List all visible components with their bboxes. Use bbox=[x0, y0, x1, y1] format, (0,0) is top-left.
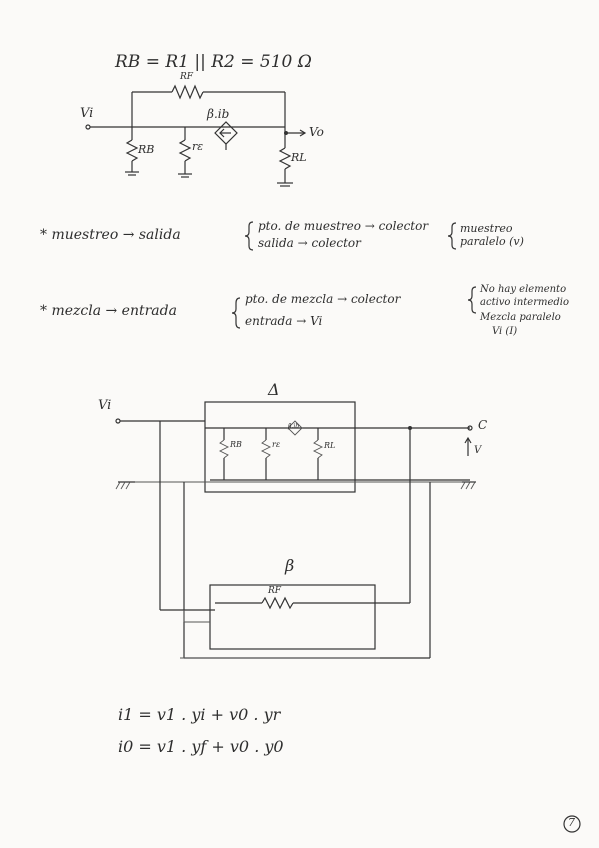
rl-label-1: RL bbox=[291, 151, 307, 164]
mezcla-note-1: No hay elemento bbox=[480, 284, 567, 295]
rl-resistor-2 bbox=[312, 439, 324, 459]
brace-muestreo-1 bbox=[244, 221, 254, 251]
circuit-2 bbox=[115, 401, 476, 659]
rl-label-2: RL bbox=[324, 441, 336, 450]
page-number: 7 bbox=[568, 816, 575, 829]
equation-2: i0 = v1 . yf + v0 . y0 bbox=[118, 737, 284, 756]
rb-equation: RB = R1 || R2 = 510 Ω bbox=[115, 52, 312, 72]
re-label-1: rε bbox=[192, 140, 204, 153]
rb-resistor-1 bbox=[125, 139, 139, 162]
rl-resistor-1 bbox=[278, 147, 292, 170]
circuit-1 bbox=[85, 84, 307, 187]
vi-terminal-1 bbox=[85, 124, 91, 130]
source-label-2: β.ib bbox=[288, 423, 300, 430]
rf-resistor-2 bbox=[261, 596, 294, 610]
re-label-2: rε bbox=[272, 440, 281, 449]
rf-label-2: RF bbox=[268, 586, 282, 596]
dependent-source-1 bbox=[214, 121, 238, 145]
brace-mezcla-1 bbox=[231, 297, 241, 329]
mezcla-note-4: Vi (I) bbox=[492, 326, 518, 337]
rb-label-2: RB bbox=[230, 440, 242, 449]
beta-label: β bbox=[285, 556, 295, 575]
muestreo-result-2: paralelo (v) bbox=[460, 235, 524, 248]
brace-muestreo-2 bbox=[447, 222, 457, 250]
vi-label-1: Vi bbox=[80, 106, 94, 121]
rf-label: RF bbox=[180, 72, 194, 82]
rb-label-1: RB bbox=[138, 143, 155, 156]
muestreo-line-2: salida → colector bbox=[258, 236, 361, 250]
v-label: V bbox=[474, 445, 482, 456]
rb-resistor-2 bbox=[218, 439, 230, 459]
re-resistor-2 bbox=[260, 439, 272, 459]
feedback-block bbox=[209, 584, 376, 650]
re-resistor-1 bbox=[178, 139, 192, 162]
muestreo-line-1: pto. de muestreo → colector bbox=[258, 219, 429, 233]
mezcla-note-3: Mezcla paralelo bbox=[480, 312, 561, 323]
delta-label: Δ bbox=[268, 380, 280, 399]
page-number-circle bbox=[563, 815, 581, 833]
mezcla-lead: * mezcla → entrada bbox=[40, 303, 177, 319]
dependent-source-2 bbox=[287, 420, 303, 436]
brace-mezcla-2 bbox=[467, 286, 477, 314]
mezcla-line-1: pto. de mezcla → colector bbox=[245, 292, 401, 306]
vi-label-2: Vi bbox=[98, 398, 112, 413]
mezcla-note-2: activo intermedio bbox=[480, 297, 570, 308]
equation-1: i1 = v1 . yi + v0 . yr bbox=[118, 705, 281, 724]
vo-label-1: Vo bbox=[309, 125, 324, 139]
muestreo-result-1: muestreo bbox=[460, 222, 513, 235]
c-label: C bbox=[478, 418, 488, 432]
mezcla-line-2: entrada → Vi bbox=[245, 314, 323, 328]
muestreo-lead: * muestreo → salida bbox=[40, 227, 181, 243]
source-label-1: β.ib bbox=[207, 107, 230, 121]
amplifier-block bbox=[204, 401, 356, 493]
rf-resistor-1 bbox=[171, 84, 204, 100]
